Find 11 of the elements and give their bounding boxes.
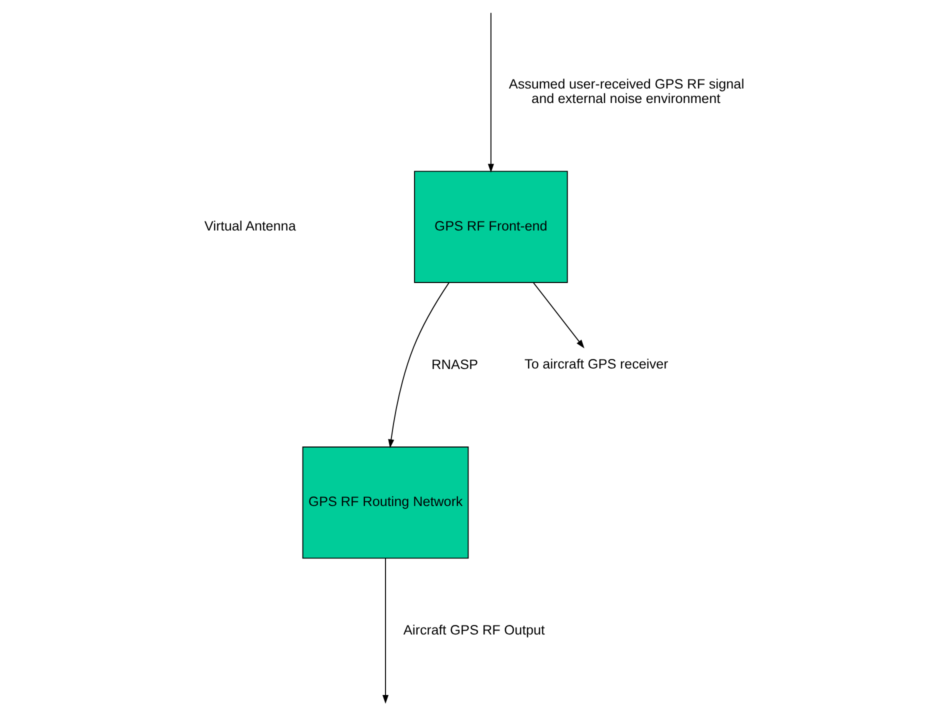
node-text: To aircraft GPS receiver	[524, 356, 668, 372]
arrow	[388, 282, 449, 448]
edge-label: RNASP	[430, 356, 478, 372]
edge-label: Assumed user-received GPS RF signal and external noise environment	[508, 76, 744, 106]
arrow	[532, 282, 584, 348]
arrow	[382, 558, 388, 704]
arrow	[487, 12, 494, 173]
edge-label: Aircraft GPS RF Output	[402, 622, 544, 638]
node-box: GPS RF Front-end	[414, 170, 568, 284]
node-box: GPS RF Routing Network	[302, 446, 468, 559]
label: Virtual Antenna	[204, 218, 296, 234]
